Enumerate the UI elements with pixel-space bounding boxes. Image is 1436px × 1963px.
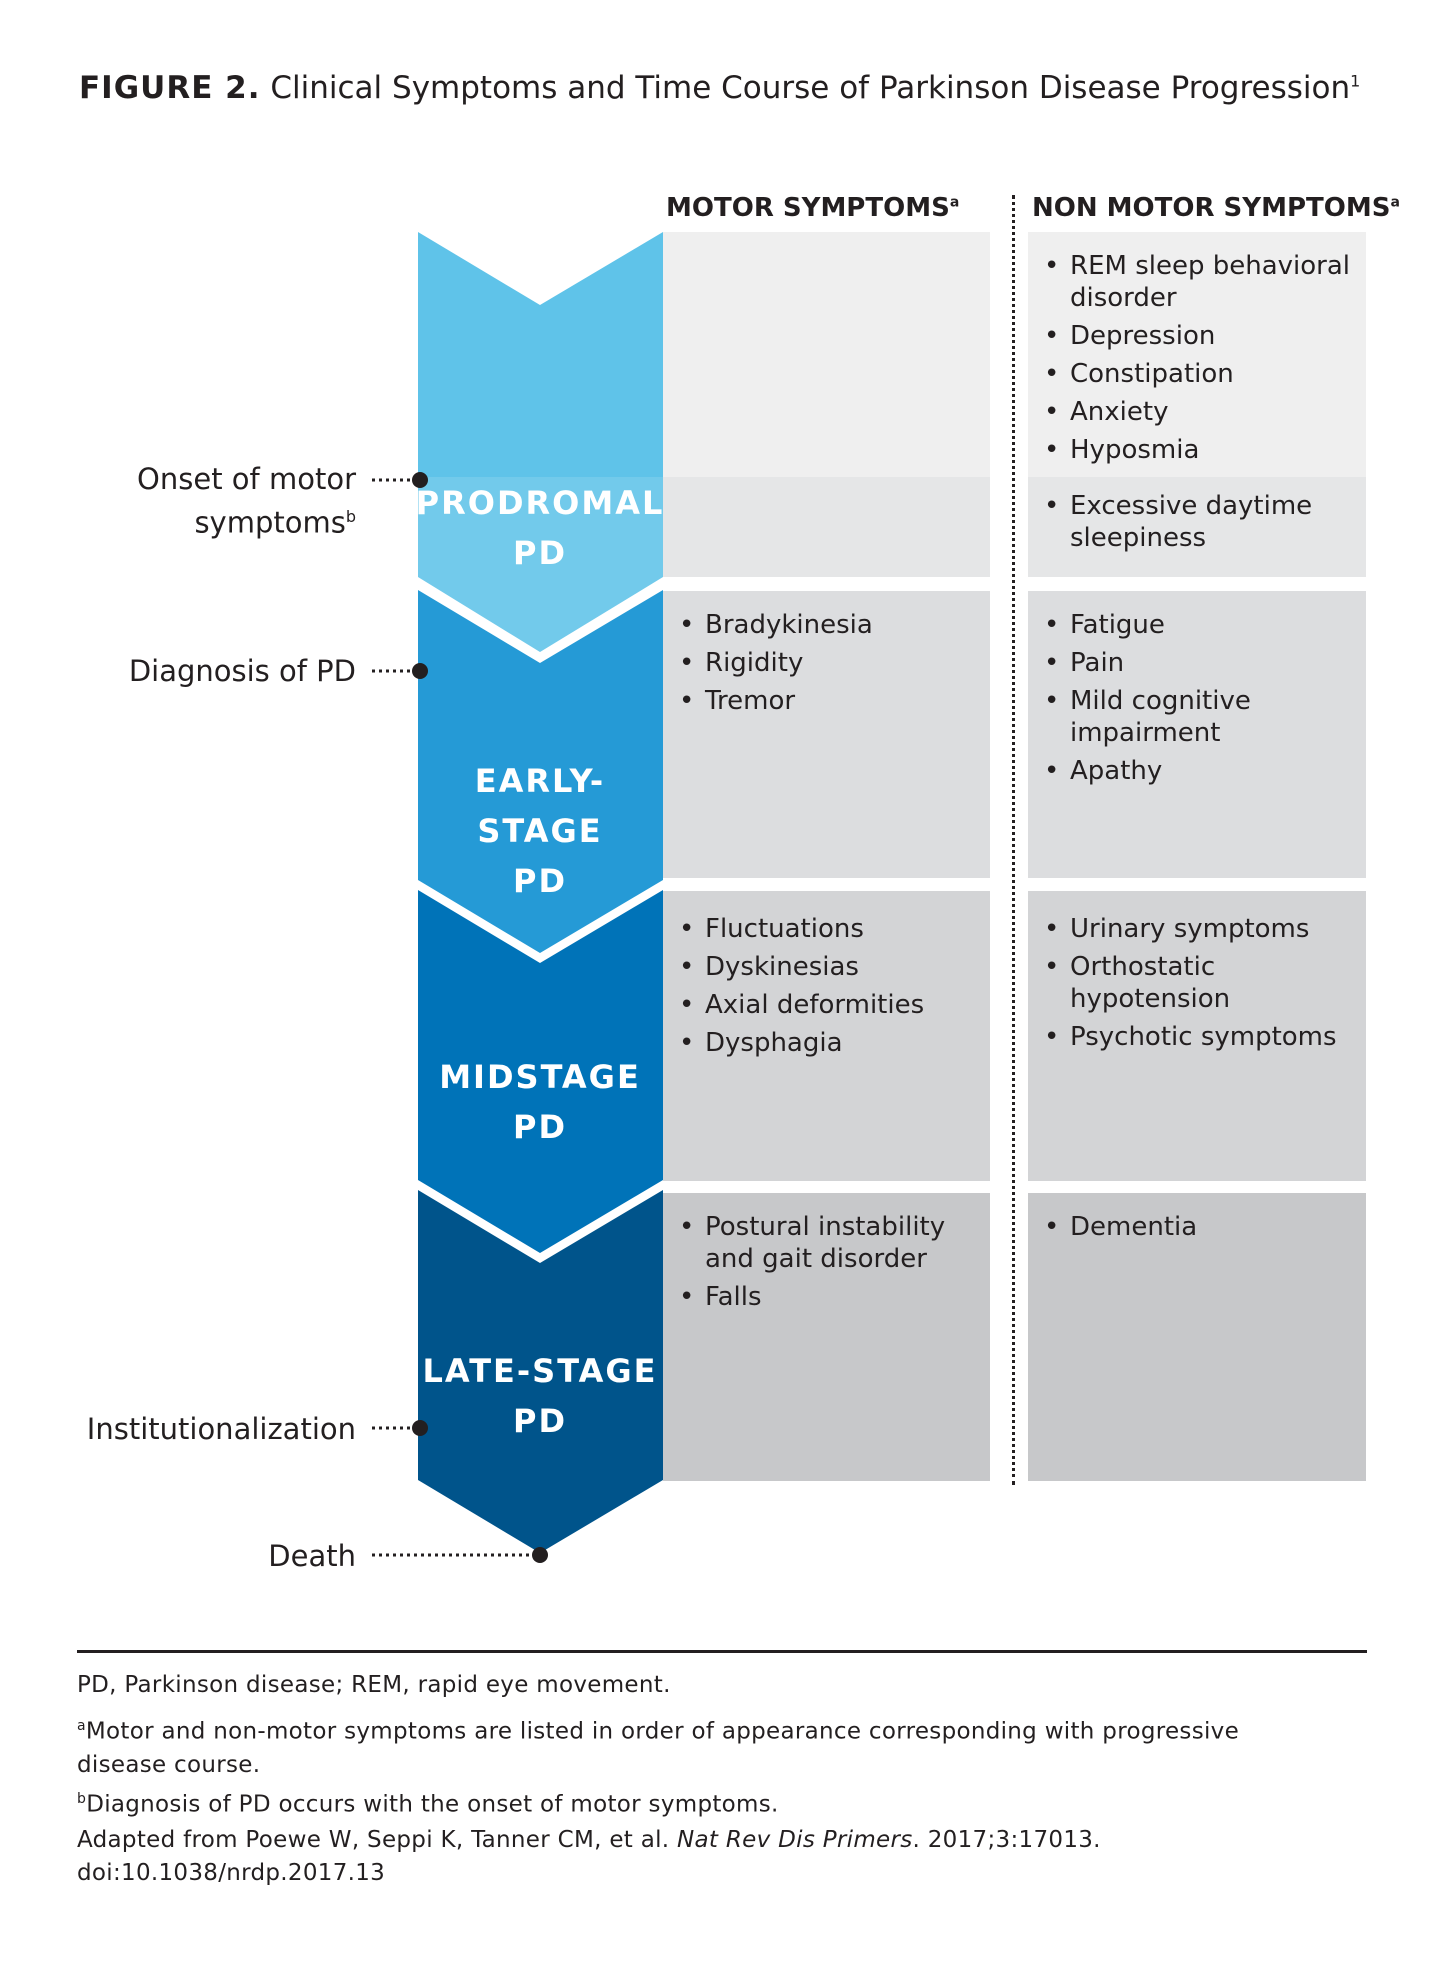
footnote-a: aMotor and non-motor symptoms are listed… [77, 1710, 1327, 1782]
source-prefix: Adapted from Poewe W, Seppi K, Tanner CM… [77, 1827, 678, 1853]
milestone-onset-label: Onset of motor symptomsb [137, 460, 356, 542]
stage-label-prodromal: PRODROMAL PD [415, 484, 665, 572]
chevron-late-stage [418, 1190, 663, 1553]
symptom-item: Fluctuations [675, 913, 987, 945]
figure-label: FIGURE 2. [79, 70, 261, 106]
symptom-item: Apathy [1040, 755, 1362, 787]
footnote-a-text: Motor and non-motor symptoms are listed … [77, 1718, 1240, 1778]
symptom-item: Fatigue [1040, 609, 1362, 641]
symptom-item: Dysphagia [675, 1027, 987, 1059]
symptom-item: Rigidity [675, 647, 987, 679]
nonmotor-list-prodromal: REM sleep behavioral disorder Depression… [1040, 250, 1362, 472]
footnote-b-text: Diagnosis of PD occurs with the onset of… [86, 1791, 779, 1818]
footnote-abbreviations: PD, Parkinson disease; REM, rapid eye mo… [77, 1672, 671, 1698]
symptom-item: Excessive daytime sleepiness [1040, 490, 1362, 554]
symptom-item: REM sleep behavioral disorder [1040, 250, 1362, 314]
symptom-item: Anxiety [1040, 396, 1362, 428]
motor-box-prodromal-late [663, 477, 990, 577]
motor-symptoms-header-text: MOTOR SYMPTOMS [666, 193, 950, 223]
motor-list-late: Postural instability and gait disorder F… [675, 1211, 987, 1319]
figure-title: FIGURE 2. Clinical Symptoms and Time Cou… [79, 70, 1360, 106]
motor-list-early: Bradykinesia Rigidity Tremor [675, 609, 987, 723]
milestone-death-label: Death [268, 1539, 356, 1573]
nonmotor-list-early: Fatigue Pain Mild cognitive impairment A… [1040, 609, 1362, 793]
figure-title-text: Clinical Symptoms and Time Course of Par… [270, 70, 1351, 106]
chevron-prodromal-overlay [418, 477, 663, 652]
symptom-item: Mild cognitive impairment [1040, 685, 1362, 749]
chevron-prodromal-notch [418, 232, 663, 305]
milestone-dot-institutionalization [412, 1420, 428, 1436]
nonmotor-symptoms-header: NON MOTOR SYMPTOMSa [1032, 193, 1400, 223]
motor-list-mid: Fluctuations Dyskinesias Axial deformiti… [675, 913, 987, 1065]
source-journal: Nat Rev Dis Primers [677, 1827, 913, 1853]
chevron-midstage [418, 890, 663, 1253]
source-suffix: . 2017;3:17013. doi:10.1038/nrdp.2017.13 [77, 1827, 1101, 1886]
symptom-item: Dyskinesias [675, 951, 987, 983]
symptom-item: Orthostatic hypotension [1040, 951, 1362, 1015]
milestone-dot-diagnosis [412, 663, 428, 679]
stage-label-early-stage: EARLY-STAGE PD [474, 762, 606, 900]
chevron-prodromal [418, 232, 663, 652]
motor-symptoms-header: MOTOR SYMPTOMSa [666, 193, 959, 223]
symptom-item: Bradykinesia [675, 609, 987, 641]
stage-label-midstage: MIDSTAGE PD [439, 1058, 641, 1146]
milestone-onset-text: Onset of motor symptoms [137, 462, 356, 540]
symptom-item: Postural instability and gait disorder [675, 1211, 987, 1275]
stage-label-late-stage: LATE-STAGE PD [422, 1352, 658, 1440]
nonmotor-list-mid: Urinary symptoms Orthostatic hypotension… [1040, 913, 1362, 1059]
footnote-divider [77, 1650, 1367, 1653]
symptom-item: Depression [1040, 320, 1362, 352]
symptom-item: Constipation [1040, 358, 1362, 390]
symptom-item: Psychotic symptoms [1040, 1021, 1362, 1053]
symptom-item: Axial deformities [675, 989, 987, 1021]
symptom-item: Urinary symptoms [1040, 913, 1362, 945]
symptom-item: Hyposmia [1040, 434, 1362, 466]
milestone-diagnosis-label: Diagnosis of PD [128, 654, 356, 688]
column-divider [1012, 195, 1015, 1485]
symptom-item: Pain [1040, 647, 1362, 679]
footnote-source: Adapted from Poewe W, Seppi K, Tanner CM… [77, 1824, 1327, 1890]
footnote-b-marker: b [77, 1791, 87, 1807]
nonmotor-symptoms-header-superscript: a [1390, 194, 1400, 211]
milestone-dot-onset [412, 472, 428, 488]
milestone-dot-death [532, 1547, 548, 1563]
nonmotor-symptoms-header-text: NON MOTOR SYMPTOMS [1032, 193, 1391, 223]
milestone-onset-superscript: b [345, 507, 356, 526]
symptom-item: Tremor [675, 685, 987, 717]
milestone-institutionalization-label: Institutionalization [86, 1412, 356, 1446]
footnote-a-marker: a [77, 1718, 86, 1734]
symptom-item: Dementia [1040, 1211, 1362, 1243]
nonmotor-list-late: Dementia [1040, 1211, 1362, 1249]
footnote-b: bDiagnosis of PD occurs with the onset o… [77, 1783, 1327, 1822]
chevron-early-stage [418, 590, 663, 953]
nonmotor-list-prodromal-late: Excessive daytime sleepiness [1040, 490, 1362, 560]
figure-title-superscript: 1 [1350, 71, 1361, 91]
symptom-item: Falls [675, 1281, 987, 1313]
motor-symptoms-header-superscript: a [949, 194, 960, 211]
